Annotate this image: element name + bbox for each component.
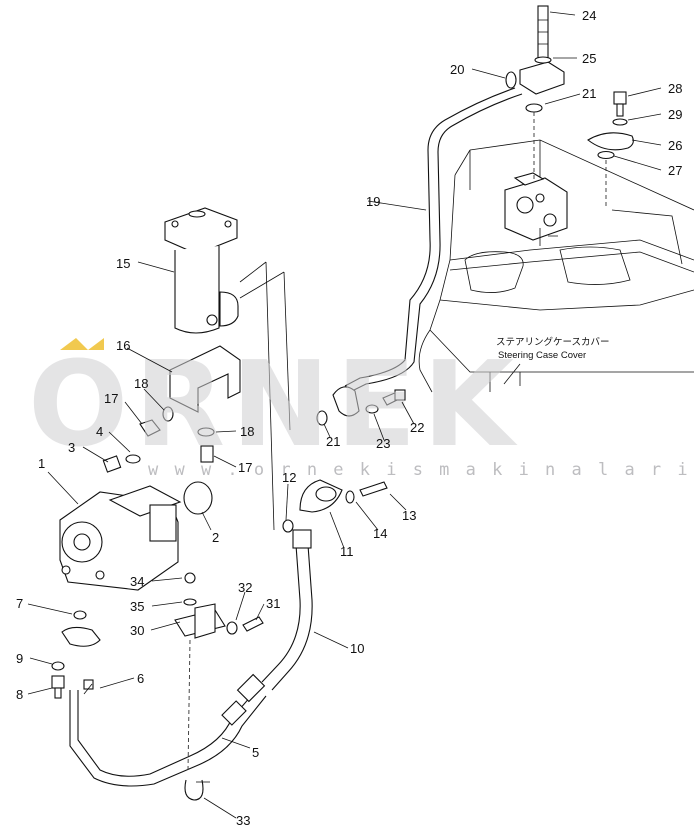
callout-22: 22	[410, 420, 424, 435]
callout-14: 14	[373, 526, 387, 541]
callout-9: 9	[16, 651, 23, 666]
callout-12: 12	[282, 470, 296, 485]
hose-5	[69, 673, 267, 787]
cover-plate	[587, 91, 634, 208]
callout-33: 33	[236, 813, 250, 827]
pipe-flange-top	[505, 5, 565, 180]
leader-lines	[27, 11, 662, 819]
callout-10: 10	[350, 641, 364, 656]
callout-21-lower: 21	[326, 434, 340, 449]
callout-18-washer: 18	[134, 376, 148, 391]
elbow-11	[282, 479, 388, 533]
bracket-16	[139, 345, 241, 463]
callout-24: 24	[582, 8, 596, 23]
steering-valve	[504, 172, 568, 246]
pipe-flange-lower	[316, 386, 406, 426]
callout-17-bolt: 17	[104, 391, 118, 406]
pipe-19	[344, 87, 523, 393]
callout-16: 16	[116, 338, 130, 353]
callout-labels: 1 2 3 4 5 6 7 8 9 10 11 12 13 14 15 16 1…	[16, 8, 682, 827]
callout-11: 11	[340, 544, 354, 559]
filter-15	[164, 207, 239, 334]
callout-6: 6	[137, 671, 144, 686]
hose-10	[261, 529, 313, 691]
steering-case-outline	[418, 139, 694, 393]
callout-21-top: 21	[582, 86, 596, 101]
callout-20: 20	[450, 62, 464, 77]
note-jp: ステアリングケースカバー	[496, 336, 610, 348]
guide-line	[239, 261, 285, 299]
guide-line	[265, 261, 275, 531]
callout-25: 25	[582, 51, 596, 66]
watermark: ORNEK w w w . o r n e k i s m a k i n a …	[28, 335, 694, 480]
callout-3: 3	[68, 440, 75, 455]
callout-7: 7	[16, 596, 23, 611]
callout-32: 32	[238, 580, 252, 595]
pump-flange	[51, 610, 101, 699]
callout-2: 2	[212, 530, 219, 545]
callout-1: 1	[38, 456, 45, 471]
callout-18-gasket: 18	[240, 424, 254, 439]
note-en: Steering Case Cover	[498, 350, 586, 361]
callout-5: 5	[252, 745, 259, 760]
callout-29: 29	[668, 107, 682, 122]
callout-26: 26	[668, 138, 682, 153]
callout-23: 23	[376, 436, 390, 451]
steering-case-note: ステアリングケースカバー Steering Case Cover	[496, 336, 610, 385]
callout-8: 8	[16, 687, 23, 702]
callout-15: 15	[116, 256, 130, 271]
callout-4: 4	[96, 424, 103, 439]
pump-1	[59, 454, 213, 591]
callout-19: 19	[366, 194, 380, 209]
callout-31: 31	[266, 596, 280, 611]
callout-28: 28	[668, 81, 682, 96]
watermark-url: w w w . o r n e k i s m a k i n a l a r …	[148, 460, 694, 480]
watermark-brand: ORNEK	[28, 335, 520, 473]
callout-34: 34	[130, 574, 144, 589]
clamp-assembly	[174, 572, 264, 801]
callout-17-plug: 17	[238, 460, 252, 475]
callout-35: 35	[130, 599, 144, 614]
callout-13: 13	[402, 508, 416, 523]
callout-27: 27	[668, 163, 682, 178]
guide-line	[283, 271, 291, 431]
callout-30: 30	[130, 623, 144, 638]
